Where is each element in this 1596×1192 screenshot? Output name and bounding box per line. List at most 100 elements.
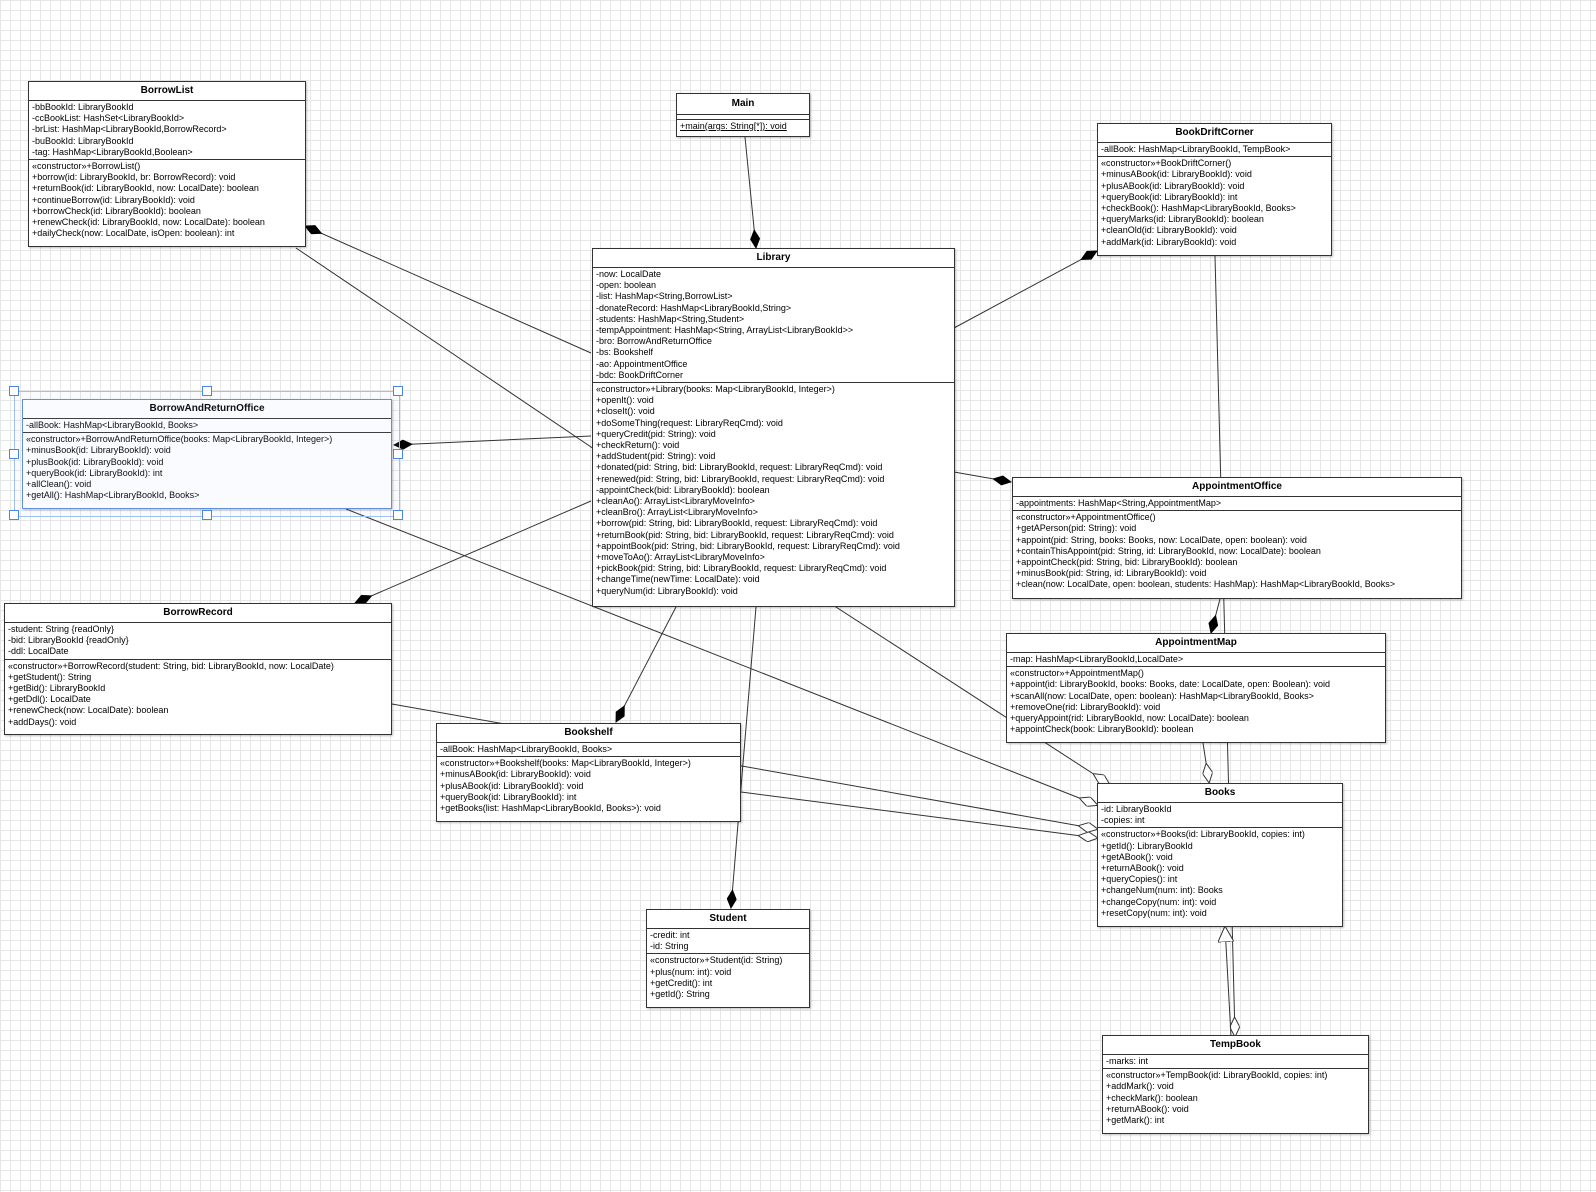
method-row: «constructor»+Books(id: LibraryBookId, c…	[1101, 829, 1305, 840]
bookshelf-books-link[interactable]	[740, 791, 1097, 838]
class-borrowandreturnoffice[interactable]: BorrowAndReturnOffice -allBook: HashMap<…	[22, 399, 392, 509]
method-row: «constructor»+Library(books: Map<Library…	[596, 384, 835, 395]
appointmentmap-books-link[interactable]	[1203, 742, 1209, 782]
attribute-row: -brList: HashMap<LibraryBookId,BorrowRec…	[32, 124, 227, 135]
attribute-row: -tag: HashMap<LibraryBookId,Boolean>	[32, 146, 193, 157]
method-row: +checkMark(): boolean	[1106, 1092, 1198, 1103]
class-title: Main	[677, 94, 809, 115]
resize-handle-w[interactable]	[9, 449, 19, 459]
resize-handle-s[interactable]	[202, 510, 212, 520]
class-title: BorrowList	[29, 82, 305, 101]
method-row: +minusABook(id: LibraryBookId): void	[440, 769, 591, 780]
method-row: +minusBook(id: LibraryBookId): void	[26, 445, 171, 456]
method-row: +borrowCheck(id: LibraryBookId): boolean	[32, 205, 201, 216]
method-row: +queryAppoint(rid: LibraryBookId, now: L…	[1010, 713, 1249, 724]
attributes-section	[677, 115, 809, 120]
library-bookshelf-link[interactable]	[615, 606, 677, 723]
method-row: +minusBook(pid: String, id: LibraryBookI…	[1016, 568, 1207, 579]
resize-handle-e[interactable]	[393, 449, 403, 459]
method-row: +donated(pid: String, bid: LibraryBookId…	[596, 462, 883, 473]
class-appointmentoffice[interactable]: AppointmentOffice -appointments: HashMap…	[1012, 477, 1462, 599]
class-appointmentmap[interactable]: AppointmentMap -map: HashMap<LibraryBook…	[1006, 633, 1386, 743]
method-row: +removeOne(rid: LibraryBookId): void	[1010, 701, 1161, 712]
method-row: +getCredit(): int	[650, 977, 713, 988]
method-row: +doSomeThing(request: LibraryReqCmd): vo…	[596, 417, 783, 428]
method-row: «constructor»+Student(id: String)	[650, 955, 783, 966]
resize-handle-ne[interactable]	[393, 386, 403, 396]
appointmentoffice-appointmentmap-link[interactable]	[1208, 598, 1221, 634]
method-row: +renewCheck(id: LibraryBookId, now: Loca…	[32, 217, 265, 228]
attributes-section: -id: LibraryBookId-copies: int	[1098, 803, 1342, 829]
attribute-row: -marks: int	[1106, 1056, 1149, 1066]
method-row: +continueBorrow(id: LibraryBookId): void	[32, 194, 195, 205]
class-title: BorrowAndReturnOffice	[23, 400, 391, 419]
attributes-section: -now: LocalDate-open: boolean-list: Hash…	[593, 268, 954, 384]
class-bookdriftcorner[interactable]: BookDriftCorner -allBook: HashMap<Librar…	[1097, 123, 1332, 256]
attributes-section: -appointments: HashMap<String,Appointmen…	[1013, 497, 1461, 512]
method-row: +getABook(): void	[1101, 851, 1173, 862]
methods-section: «constructor»+Student(id: String)+plus(n…	[647, 954, 809, 1001]
method-row: +scanAll(now: LocalDate, open: boolean):…	[1010, 690, 1314, 701]
library-borrowlist-link[interactable]	[304, 225, 592, 354]
borrowandreturnoffice-books-link[interactable]	[345, 508, 1097, 805]
method-row: +queryBook(id: LibraryBookId): int	[1101, 191, 1238, 202]
attribute-row: -ddl: LocalDate	[8, 646, 69, 657]
methods-section: «constructor»+BorrowList()+borrow(id: Li…	[29, 160, 305, 240]
attribute-row: -student: String {readOnly}	[8, 624, 115, 634]
method-row: +getBooks(list: HashMap<LibraryBookId, B…	[440, 803, 661, 814]
resize-handle-se[interactable]	[393, 510, 403, 520]
resize-handle-sw[interactable]	[9, 510, 19, 520]
method-row: «constructor»+BorrowRecord(student: Stri…	[8, 660, 334, 671]
attributes-section: -allBook: HashMap<LibraryBookId, Books>	[437, 743, 740, 758]
library-borrowandreturnoffice-link[interactable]	[393, 435, 592, 450]
resize-handle-n[interactable]	[202, 386, 212, 396]
class-bookshelf[interactable]: Bookshelf -allBook: HashMap<LibraryBookI…	[436, 723, 741, 822]
attribute-row: -donateRecord: HashMap<LibraryBookId,Str…	[596, 302, 792, 313]
attributes-section: -student: String {readOnly}-bid: Library…	[5, 623, 391, 660]
method-row: +returnABook(): void	[1106, 1103, 1189, 1114]
method-row: +returnABook(): void	[1101, 863, 1184, 874]
class-library[interactable]: Library -now: LocalDate-open: boolean-li…	[592, 248, 955, 607]
attribute-row: -students: HashMap<String,Student>	[596, 313, 745, 324]
method-row: +queryBook(id: LibraryBookId): int	[26, 467, 163, 478]
method-row: «constructor»+BorrowAndReturnOffice(book…	[26, 434, 333, 445]
class-borrowrecord[interactable]: BorrowRecord -student: String {readOnly}…	[4, 603, 392, 735]
class-student[interactable]: Student -credit: int-id: String «constru…	[646, 909, 810, 1008]
method-row: «constructor»+TempBook(id: LibraryBookId…	[1106, 1070, 1328, 1081]
method-row: +getId(): LibraryBookId	[1101, 840, 1193, 851]
class-title: BorrowRecord	[5, 604, 391, 623]
methods-section: «constructor»+Books(id: LibraryBookId, c…	[1098, 828, 1342, 920]
method-row: «constructor»+BookDriftCorner()	[1101, 158, 1232, 169]
library-bookdriftcorner-link[interactable]	[953, 250, 1098, 329]
attribute-row: -bro: BorrowAndReturnOffice	[596, 336, 712, 347]
class-tempbook[interactable]: TempBook -marks: int «constructor»+TempB…	[1102, 1035, 1369, 1134]
library-appointmentoffice-link[interactable]	[953, 471, 1012, 486]
method-row: +pickBook(pid: String, bid: LibraryBookI…	[596, 563, 887, 574]
method-row: +appointBook(pid: String, bid: LibraryBo…	[596, 540, 900, 551]
methods-section: «constructor»+BorrowAndReturnOffice(book…	[23, 433, 391, 502]
method-row: +appoint(id: LibraryBookId, books: Books…	[1010, 679, 1330, 690]
method-row: +appointCheck(pid: String, bid: LibraryB…	[1016, 557, 1238, 568]
tempbook-books-generalization[interactable]	[1225, 927, 1231, 1037]
main-library-link[interactable]	[744, 136, 761, 249]
method-row: +addStudent(pid: String): void	[596, 451, 716, 462]
attribute-row: -tempAppointment: HashMap<String, ArrayL…	[596, 325, 854, 336]
attributes-section: -map: HashMap<LibraryBookId,LocalDate>	[1007, 653, 1385, 668]
attribute-row: -allBook: HashMap<LibraryBookId, TempBoo…	[1101, 144, 1291, 154]
attribute-row: -allBook: HashMap<LibraryBookId, Books>	[26, 420, 199, 430]
class-title: Library	[593, 249, 954, 268]
attribute-row: -credit: int	[650, 930, 690, 940]
resize-handle-nw[interactable]	[9, 386, 19, 396]
class-borrowlist[interactable]: BorrowList -bbBookId: LibraryBookId-ccBo…	[28, 81, 306, 247]
class-books[interactable]: Books -id: LibraryBookId-copies: int «co…	[1097, 783, 1343, 927]
method-row: +queryMarks(id: LibraryBookId): boolean	[1101, 214, 1264, 225]
attribute-row: -list: HashMap<String,BorrowList>	[596, 291, 733, 302]
library-borrowrecord-link[interactable]	[354, 500, 592, 605]
method-row: +queryCredit(pid: String): void	[596, 428, 716, 439]
method-row: +getDdl(): LocalDate	[8, 694, 91, 705]
methods-section: +main(args: String[*]): void	[677, 120, 809, 133]
method-row: +renewCheck(now: LocalDate): boolean	[8, 705, 169, 716]
library-student-link[interactable]	[726, 606, 757, 909]
attribute-row: -bs: Bookshelf	[596, 347, 654, 358]
class-main[interactable]: Main +main(args: String[*]): void	[676, 93, 810, 137]
